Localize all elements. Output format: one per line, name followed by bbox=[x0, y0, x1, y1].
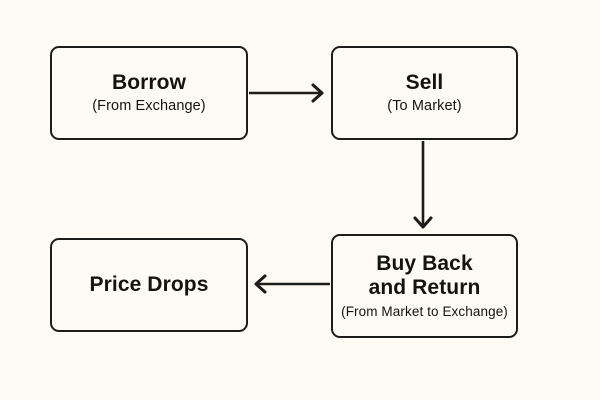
node-price-drops-title: Price Drops bbox=[89, 273, 209, 297]
node-buy-back-and-return-subtitle: (From Market to Exchange) bbox=[341, 304, 508, 320]
node-buy-back-and-return[interactable]: Buy Back and Return (From Market to Exch… bbox=[331, 234, 518, 338]
arrow-sell-to-buyback bbox=[413, 141, 433, 229]
node-borrow[interactable]: Borrow (From Exchange) bbox=[50, 46, 248, 140]
arrow-borrow-to-sell bbox=[249, 83, 324, 103]
node-price-drops[interactable]: Price Drops bbox=[50, 238, 248, 332]
node-buy-back-and-return-title: Buy Back and Return bbox=[368, 252, 481, 299]
node-sell[interactable]: Sell (To Market) bbox=[331, 46, 518, 140]
node-sell-title: Sell bbox=[405, 70, 444, 94]
arrow-buyback-to-pricedrops bbox=[254, 274, 330, 294]
node-borrow-title: Borrow bbox=[111, 70, 187, 94]
node-borrow-subtitle: (From Exchange) bbox=[92, 98, 206, 115]
node-sell-subtitle: (To Market) bbox=[387, 98, 462, 115]
